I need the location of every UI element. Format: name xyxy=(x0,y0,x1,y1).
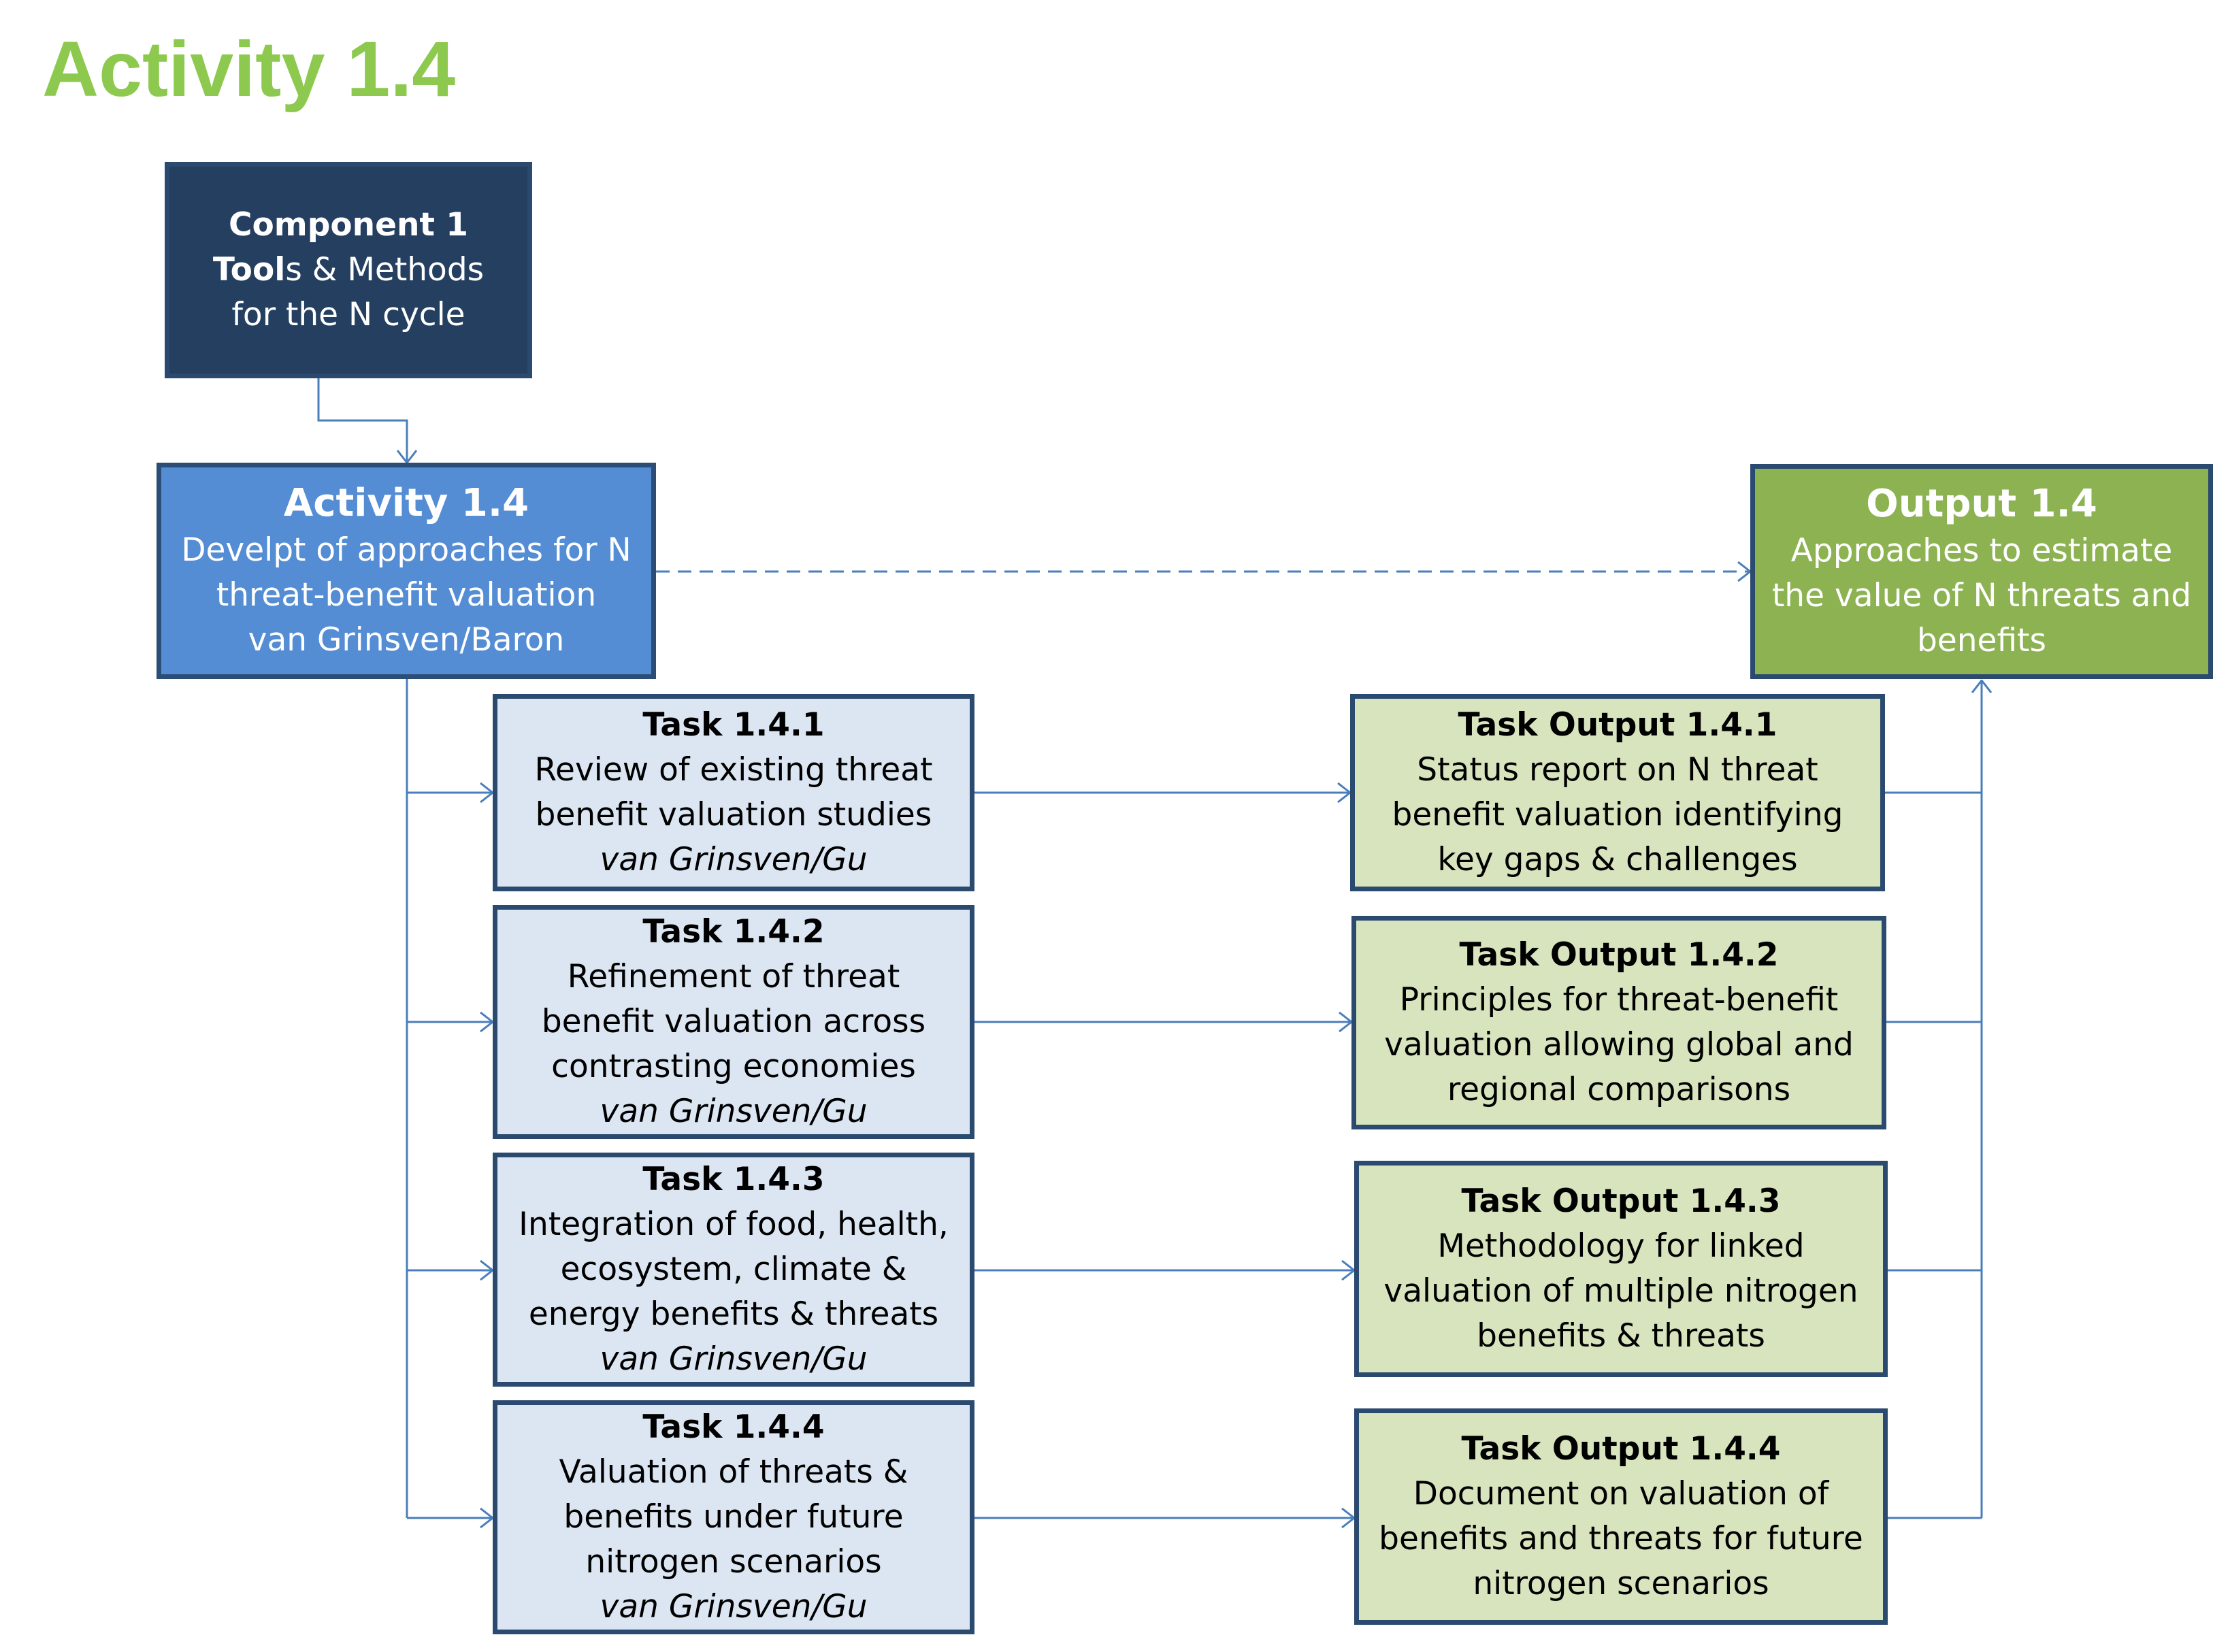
task-output-line: key gaps & challenges xyxy=(1437,841,1798,878)
activity-line: Develpt of approaches for N xyxy=(181,531,632,569)
task-output-line: benefits & threats xyxy=(1477,1317,1765,1355)
task-line: benefit valuation studies xyxy=(535,796,932,833)
task-title: Task 1.4.4 xyxy=(642,1408,825,1446)
component-line-3: for the N cycle xyxy=(231,296,465,333)
task-owner: van Grinsven/Gu xyxy=(600,1093,868,1130)
activity-line: threat-benefit valuation xyxy=(216,576,597,614)
task-output-box-4: Task Output 1.4.4 Document on valuation … xyxy=(1354,1408,1888,1625)
task-title: Task 1.4.1 xyxy=(642,706,825,744)
task-output-line: Document on valuation of xyxy=(1413,1475,1829,1513)
component-line-2: Tools & Methods xyxy=(212,251,485,288)
task-output-box-1: Task Output 1.4.1 Status report on N thr… xyxy=(1350,694,1885,891)
task-output-box-2: Task Output 1.4.2 Principles for threat-… xyxy=(1351,916,1886,1129)
output-title: Output 1.4 xyxy=(1866,482,2097,526)
task-output-line: benefits and threats for future xyxy=(1379,1520,1863,1557)
output-box: Output 1.4 Approaches to estimate the va… xyxy=(1750,464,2213,679)
task-output-line: Methodology for linked xyxy=(1437,1227,1805,1265)
task-output-title: Task Output 1.4.3 xyxy=(1461,1183,1781,1220)
activity-title: Activity 1.4 xyxy=(283,481,529,525)
task-owner: van Grinsven/Gu xyxy=(600,1340,868,1378)
task-output-line: benefit valuation identifying xyxy=(1392,796,1843,833)
task-output-title: Task Output 1.4.4 xyxy=(1461,1430,1781,1468)
task-output-title: Task Output 1.4.2 xyxy=(1459,936,1779,974)
task-box-1: Task 1.4.1 Review of existing threat ben… xyxy=(493,694,974,891)
connector-component-activity xyxy=(317,378,407,463)
task-line: energy benefits & threats xyxy=(528,1295,939,1333)
output-line: benefits xyxy=(1917,622,2046,659)
task-output-line: Status report on N threat xyxy=(1417,751,1818,789)
task-owner: van Grinsven/Gu xyxy=(600,1588,868,1625)
task-output-line: valuation of multiple nitrogen xyxy=(1383,1272,1858,1310)
task-line: nitrogen scenarios xyxy=(585,1543,882,1581)
task-output-line: nitrogen scenarios xyxy=(1473,1565,1769,1602)
task-owner: van Grinsven/Gu xyxy=(600,841,868,878)
task-line: Refinement of threat xyxy=(567,958,900,995)
task-line: ecosystem, climate & xyxy=(560,1251,907,1288)
task-output-line: regional comparisons xyxy=(1447,1071,1791,1108)
activity-owner: van Grinsven/Baron xyxy=(248,621,565,659)
task-title: Task 1.4.3 xyxy=(642,1161,825,1198)
page-title: Activity 1.4 xyxy=(42,26,456,113)
task-box-2: Task 1.4.2 Refinement of threat benefit … xyxy=(493,905,974,1139)
task-title: Task 1.4.2 xyxy=(642,913,825,951)
task-line: Integration of food, health, xyxy=(519,1206,949,1243)
task-line: benefits under future xyxy=(563,1498,904,1536)
component-box: Component 1 Tools & Methods for the N cy… xyxy=(165,162,532,378)
output-line: the value of N threats and xyxy=(1771,577,2192,614)
task-output-line: Principles for threat-benefit xyxy=(1399,981,1839,1019)
task-box-4: Task 1.4.4 Valuation of threats & benefi… xyxy=(493,1400,974,1634)
task-line: benefit valuation across xyxy=(541,1003,926,1040)
task-output-title: Task Output 1.4.1 xyxy=(1458,706,1777,744)
output-line: Approaches to estimate xyxy=(1790,532,2173,569)
component-title: Component 1 xyxy=(228,206,469,244)
task-box-3: Task 1.4.3 Integration of food, health, … xyxy=(493,1153,974,1387)
task-output-line: valuation allowing global and xyxy=(1384,1026,1854,1063)
task-line: Valuation of threats & xyxy=(559,1453,908,1491)
task-line: Review of existing threat xyxy=(534,751,933,789)
task-output-box-3: Task Output 1.4.3 Methodology for linked… xyxy=(1354,1161,1888,1377)
activity-box: Activity 1.4 Develpt of approaches for N… xyxy=(157,463,656,679)
task-line: contrasting economies xyxy=(551,1048,916,1085)
